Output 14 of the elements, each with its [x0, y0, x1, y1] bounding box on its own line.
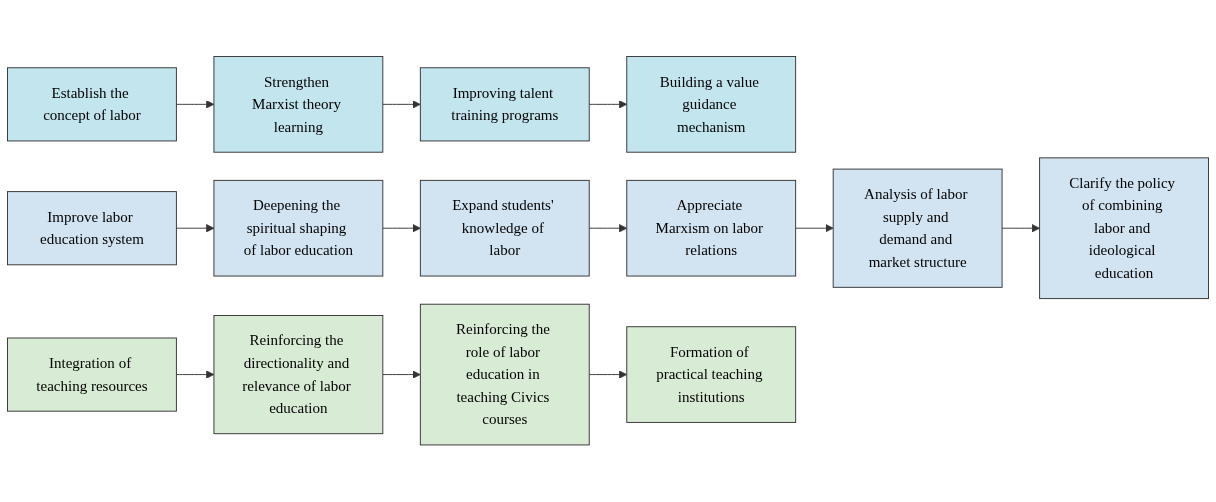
node-box: Strengthen Marxist theory learning: [213, 56, 384, 153]
node-box: Clarify the policy of combining labor and ideological education: [1039, 157, 1209, 300]
node-box: Improving talent training programs: [419, 67, 590, 142]
node-box: Reinforcing the role of labor education in teaching Civics courses: [419, 304, 590, 446]
node-box: Formation of practical teaching institutions: [626, 326, 797, 424]
node-box: Improve labor education system: [7, 191, 177, 266]
node-box: Analysis of labor supply and demand and market structure: [832, 168, 1003, 289]
node-box: Integration of teaching resources: [7, 337, 177, 412]
node-box: Reinforcing the directionality and relevance of labor education: [213, 315, 384, 435]
node-box: Appreciate Marxism on labor relations: [626, 180, 797, 277]
node-box: Expand students' knowledge of labor: [419, 180, 590, 277]
node-box: Deepening the spiritual shaping of labor education: [213, 180, 384, 277]
node-box: Building a value guidance mechanism: [626, 56, 797, 153]
node-box: Establish the concept of labor: [7, 67, 177, 142]
